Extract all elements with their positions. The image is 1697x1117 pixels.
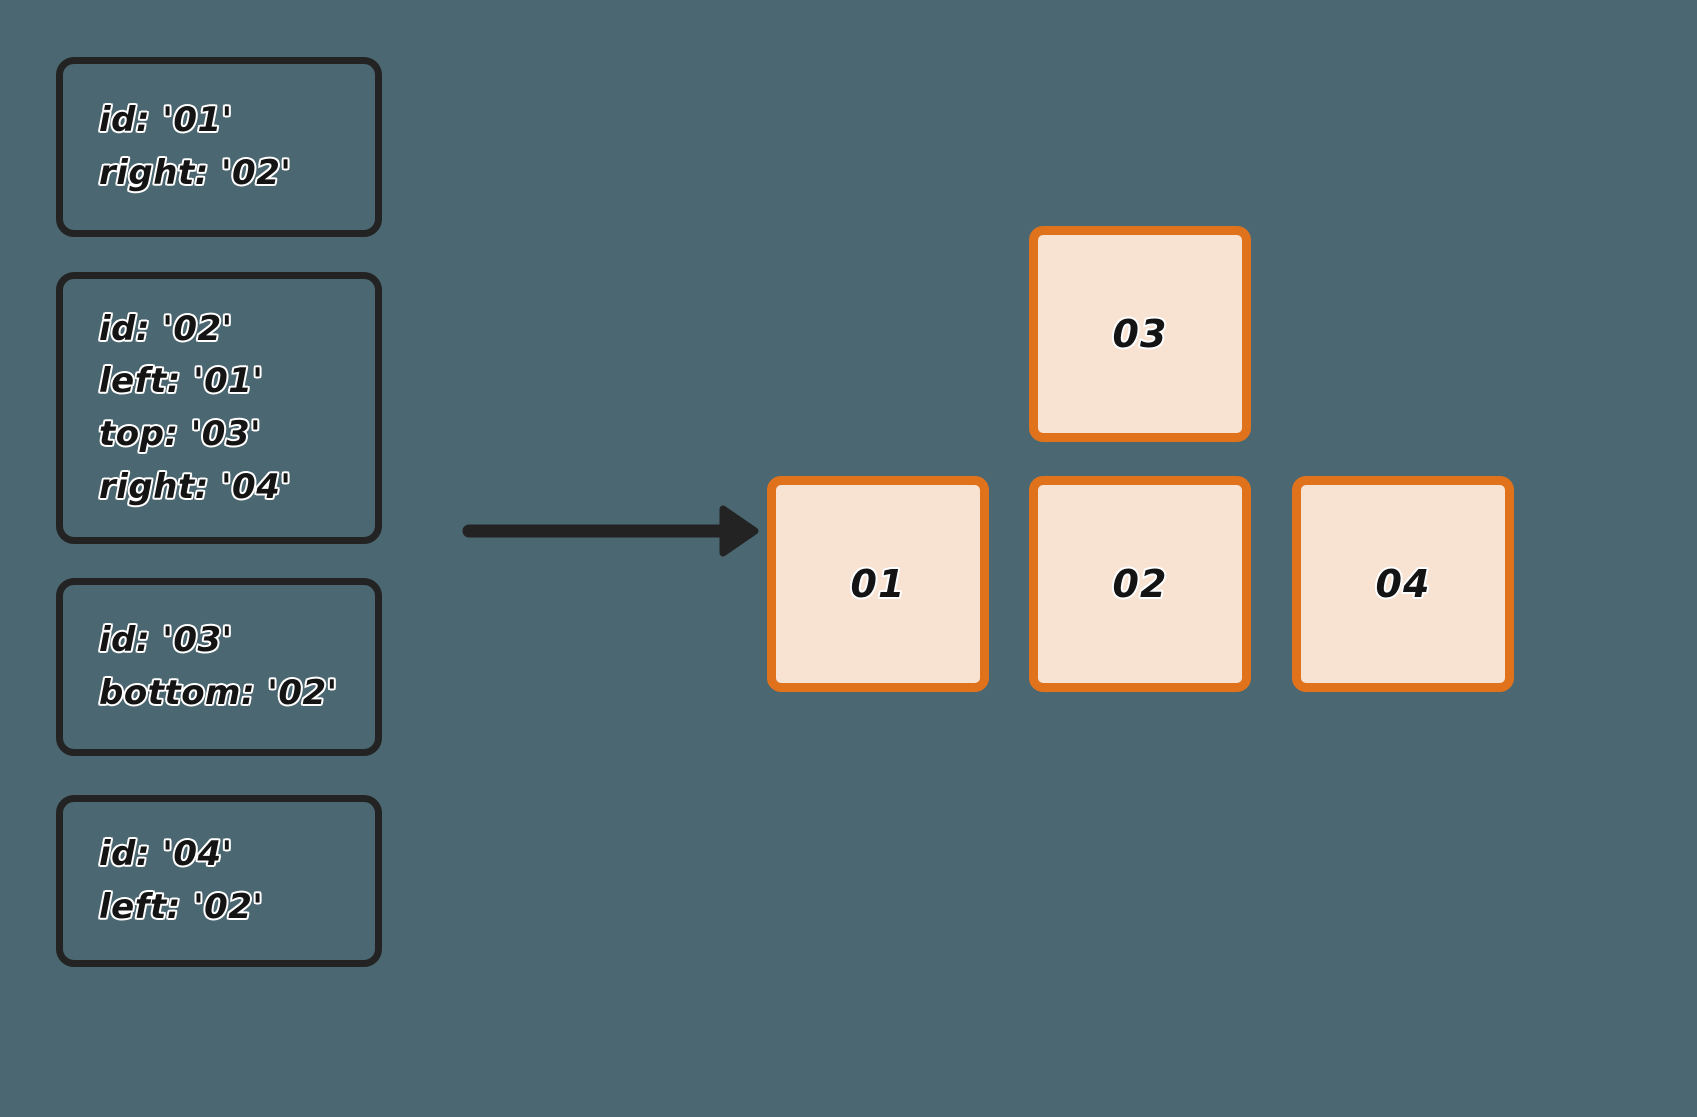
layout-tile-04[interactable]: 04 — [1292, 476, 1514, 692]
layout-tile-02[interactable]: 02 — [1029, 476, 1251, 692]
layout-tile-label: 01 — [849, 561, 906, 608]
spec-line: bottom: '02' — [98, 672, 339, 715]
spec-line: id: '03' — [98, 619, 234, 662]
spec-line: left: '02' — [98, 886, 265, 929]
spec-box-02: id: '02' left: '01' top: '03' right: '04… — [56, 272, 382, 544]
spec-box-04: id: '04' left: '02' — [56, 795, 382, 967]
spec-line: right: '02' — [98, 152, 293, 195]
spec-line: id: '04' — [98, 833, 234, 876]
spec-line: right: '04' — [98, 465, 293, 508]
layout-tile-01[interactable]: 01 — [767, 476, 989, 692]
spec-line: left: '01' — [98, 360, 265, 403]
layout-tile-label: 03 — [1111, 311, 1168, 358]
spec-box-03: id: '03' bottom: '02' — [56, 578, 382, 756]
layout-tile-03[interactable]: 03 — [1029, 226, 1251, 442]
spec-line: id: '02' — [98, 307, 234, 350]
layout-tile-label: 04 — [1374, 561, 1431, 608]
spec-line: id: '01' — [98, 99, 234, 142]
arrow-right-icon — [462, 505, 759, 557]
spec-box-01: id: '01' right: '02' — [56, 57, 382, 237]
layout-tile-label: 02 — [1111, 561, 1168, 608]
spec-line: top: '03' — [98, 413, 263, 456]
